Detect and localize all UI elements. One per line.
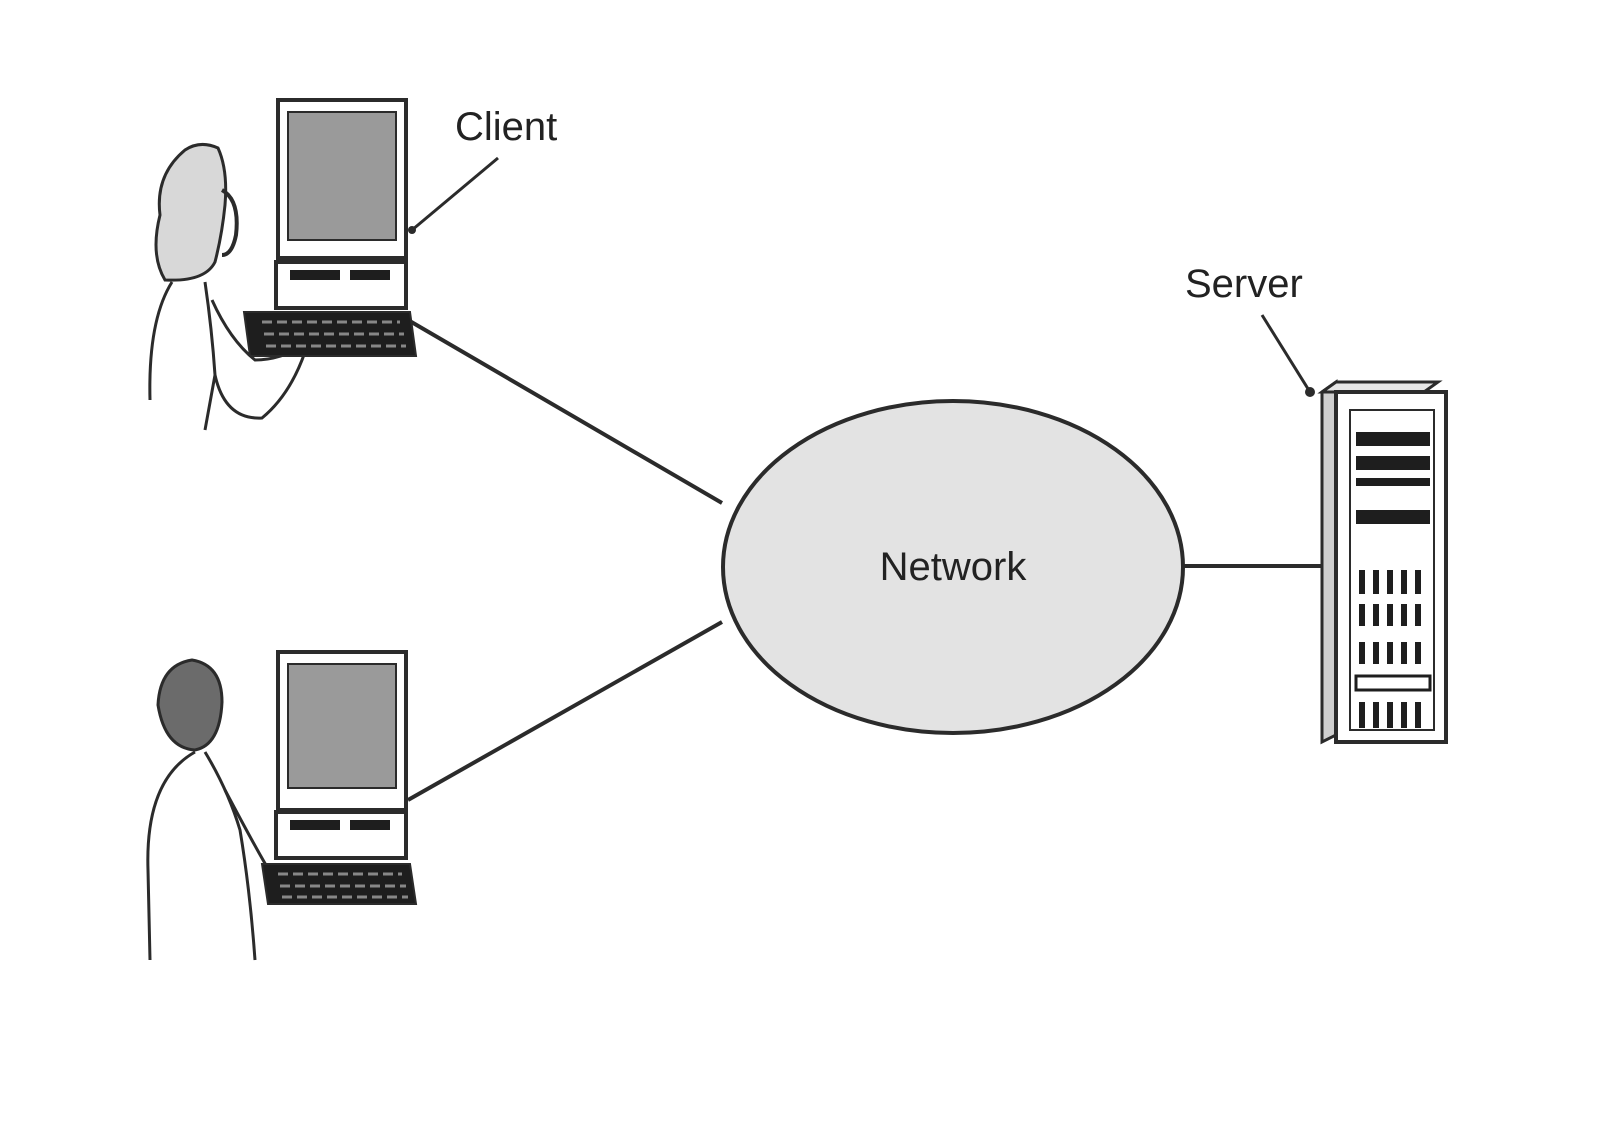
client-workstation-1: Client (148, 98, 557, 431)
person-body-outline (146, 750, 257, 961)
network-label: Network (880, 545, 1028, 589)
server-drive-unit (1356, 510, 1430, 524)
client-workstation-2 (146, 650, 418, 961)
server-leader-line (1260, 314, 1312, 393)
keyboard-keys (262, 320, 406, 348)
client-leader-line (411, 156, 499, 232)
keyboard-keys (278, 872, 408, 899)
monitor-screen (287, 663, 397, 789)
server-disk-bays (1359, 570, 1421, 728)
server-panel (1354, 674, 1432, 692)
person-body-outline (148, 281, 307, 431)
person-hair-icon (154, 143, 228, 282)
server-group: Server (1185, 262, 1448, 745)
monitor-screen (287, 111, 397, 241)
headset-icon (220, 188, 239, 257)
server-label: Server (1185, 262, 1303, 306)
server-drive-unit (1356, 478, 1430, 486)
server-leader-dot (1305, 387, 1315, 397)
connection-line-client1 (406, 318, 724, 505)
network-ellipse (721, 399, 1185, 735)
server-drive-unit (1356, 456, 1430, 470)
connection-line-client2 (407, 620, 723, 802)
server-cabinet-side (1320, 379, 1338, 745)
drive-bay (350, 820, 390, 830)
drive-bay (290, 820, 340, 830)
system-unit-icon (274, 810, 408, 860)
client-leader-dot (408, 226, 416, 234)
server-drive-unit (1356, 432, 1430, 446)
drive-bay (290, 270, 340, 280)
client-label: Client (455, 105, 557, 149)
person-head-icon (156, 658, 224, 752)
system-unit-icon (274, 260, 408, 310)
drive-bay (350, 270, 390, 280)
